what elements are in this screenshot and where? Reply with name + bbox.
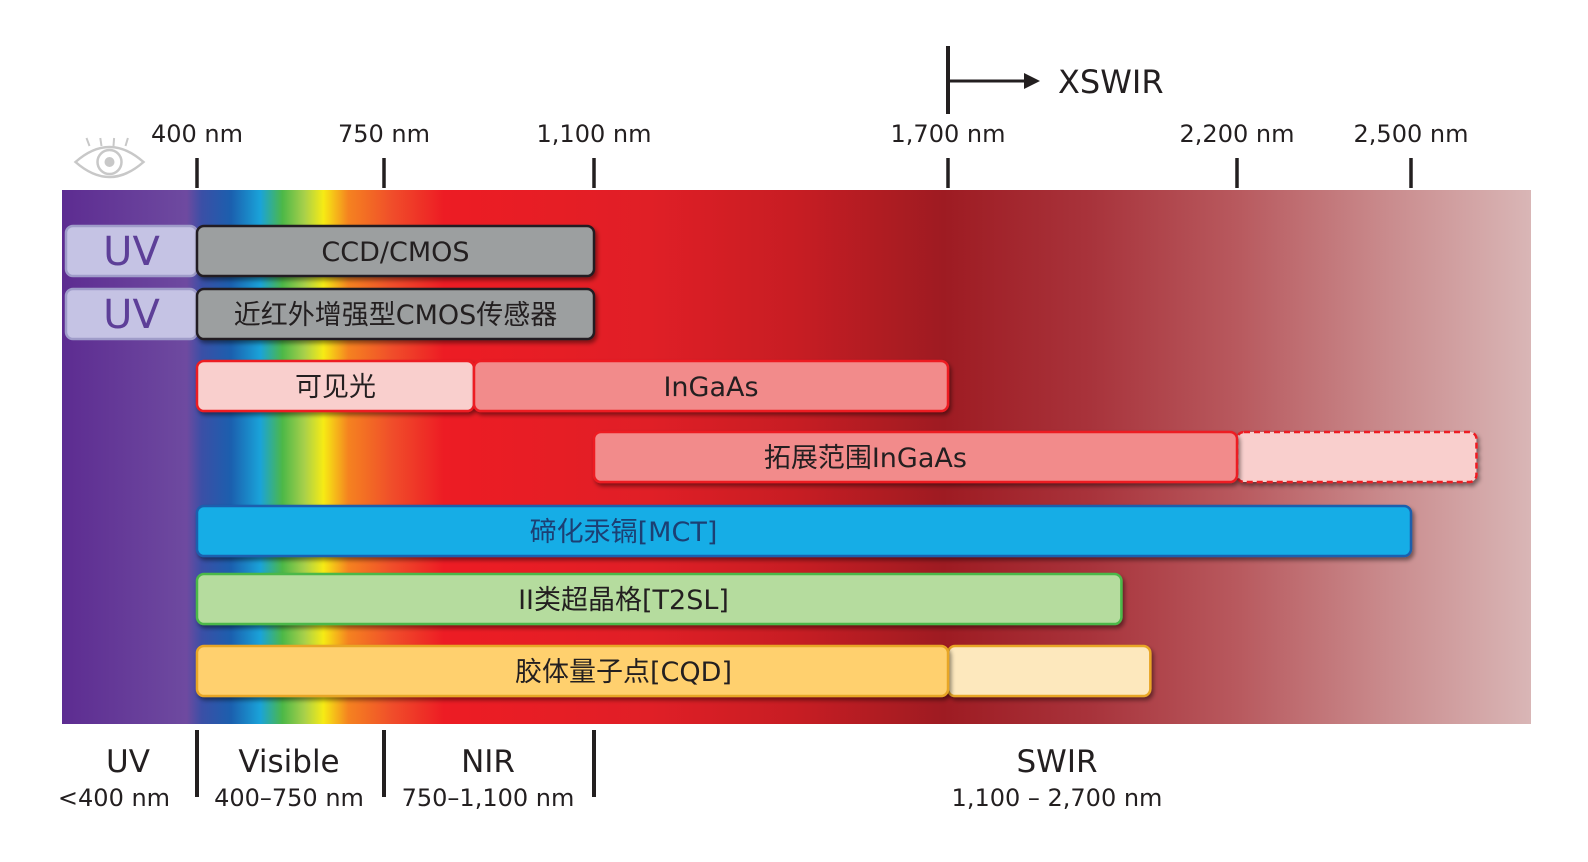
bar-ccd-cmos: CCD/CMOS <box>195 224 596 278</box>
bar-uv-1: UV <box>64 224 199 278</box>
xswir-label: XSWIR <box>1058 63 1164 101</box>
bar-uv-2: UV <box>64 287 199 341</box>
bar-ccd-cmos-shape <box>195 224 596 278</box>
bar-nir-cmos-label: 近红外增强型CMOS传感器 <box>234 300 558 331</box>
bar-ext-ingaas: 拓展范围InGaAs <box>592 430 1239 484</box>
bar-uv-1-label: UV <box>103 229 160 275</box>
xswir-arrow-head <box>1024 73 1040 89</box>
bar-cqd-light <box>946 644 1152 698</box>
bar-t2sl: II类超晶格[T2SL] <box>195 572 1123 626</box>
region-range: 400–750 nm <box>214 784 364 812</box>
region-labels: UV <400 nm Visible 400–750 nm NIR 750–1,100 n… <box>58 730 1163 812</box>
bar-ext-ingaas-label: 拓展范围InGaAs <box>764 443 967 474</box>
region-name: UV <box>106 744 150 780</box>
bar-ingaas-shape <box>472 359 950 413</box>
bar-nir-cmos: 近红外增强型CMOS传感器 <box>195 287 596 341</box>
region-name: NIR <box>461 744 515 780</box>
bar-t2sl-label: II类超晶格[T2SL] <box>518 585 729 616</box>
region-range: 1,100 – 2,700 nm <box>952 784 1163 812</box>
bar-nir-cmos-shape <box>195 287 596 341</box>
axis-tick-label: 2,200 nm <box>1180 120 1295 148</box>
region-name: SWIR <box>1016 744 1097 780</box>
bar-ingaas: InGaAs <box>472 359 950 413</box>
bar-ext-ingaas-dashed-shape <box>1235 430 1478 484</box>
bar-ext-ingaas-dashed <box>1235 430 1478 484</box>
bar-mct: 碲化汞镉[MCT] <box>195 504 1413 558</box>
bar-ingaas-label: InGaAs <box>663 372 758 403</box>
region-name: Visible <box>238 744 339 780</box>
axis-tick-label: 1,700 nm <box>891 120 1006 148</box>
region-range: 750–1,100 nm <box>402 784 575 812</box>
region-range: <400 nm <box>58 784 170 812</box>
axis-tick-label: 400 nm <box>151 120 243 148</box>
axis-tick-label: 1,100 nm <box>537 120 652 148</box>
bar-mct-label: 碲化汞镉[MCT] <box>530 517 718 548</box>
eye-icon <box>73 137 146 179</box>
bar-t2sl-shape <box>195 572 1123 626</box>
bar-cqd-light-shape <box>946 644 1152 698</box>
bar-ccd-cmos-label: CCD/CMOS <box>321 237 469 268</box>
bar-cqd-shape <box>195 644 950 698</box>
axis-tick-label: 2,500 nm <box>1354 120 1469 148</box>
bar-ext-ingaas-shape <box>592 430 1239 484</box>
bar-visible: 可见光 <box>195 359 476 413</box>
axis-tick-label: 750 nm <box>338 120 430 148</box>
bar-mct-shape <box>195 504 1413 558</box>
bar-visible-label: 可见光 <box>295 372 376 403</box>
wavelength-axis: 400 nm 750 nm 1,100 nm 1,700 nm 2,200 nm 2,50… <box>151 120 1468 188</box>
bar-cqd-label: 胶体量子点[CQD] <box>515 657 732 688</box>
xswir-marker: XSWIR <box>946 46 1164 114</box>
bar-cqd: 胶体量子点[CQD] <box>195 644 950 698</box>
bar-uv-2-label: UV <box>103 292 160 338</box>
